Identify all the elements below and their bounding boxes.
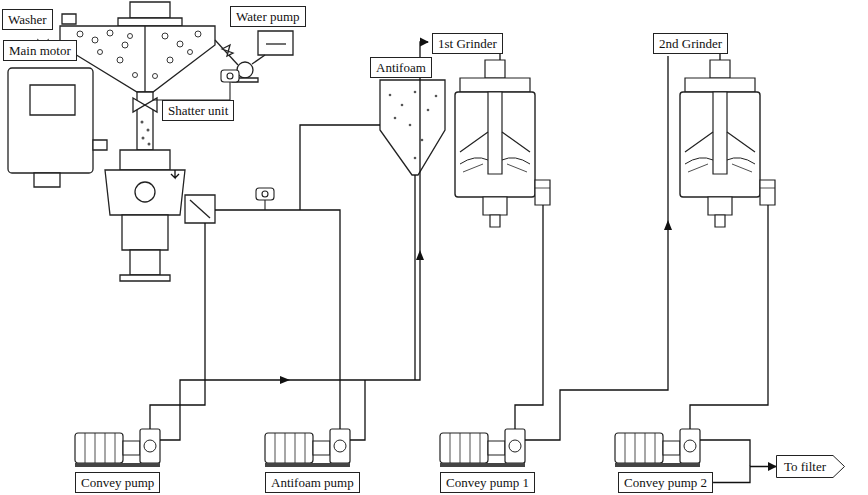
arrow-outline-path: [777, 456, 845, 478]
label-text: 2nd Grinder: [659, 36, 722, 51]
convey-pump-symbol: [75, 429, 160, 467]
equipment-label: Antifoam: [370, 57, 432, 78]
label-text: Antifoam pump: [271, 475, 354, 490]
convey-pump-2-symbol: [615, 429, 700, 467]
antifoam-pump-symbol: [265, 429, 350, 467]
outlet-arrow: To filter: [776, 455, 844, 478]
label-text: Washer: [8, 12, 47, 27]
convey-pump-1-symbol: [440, 429, 525, 467]
equipment-label: 1st Grinder: [432, 33, 503, 54]
antifoam-hopper: [380, 80, 445, 175]
label-text: Water pump: [236, 9, 300, 24]
label-text: Main motor: [9, 43, 71, 58]
equipment-label: Convey pump 1: [440, 472, 535, 493]
label-text: Shatter unit: [168, 103, 228, 118]
equipment-label: Main motor: [3, 40, 77, 61]
label-text: Convey pump 2: [624, 475, 707, 490]
equipment-label: Washer: [2, 9, 53, 30]
equipment-label: Antifoam pump: [265, 472, 360, 493]
grinder-2: [680, 60, 775, 227]
equipment-label: Water pump: [230, 6, 306, 27]
label-text: Convey pump 1: [446, 475, 529, 490]
label-text: Convey pump: [81, 475, 154, 490]
equipment-label: 2nd Grinder: [653, 33, 728, 54]
label-text: Antifoam: [376, 60, 426, 75]
label-text: To filter: [784, 459, 826, 474]
flow-arrows: [280, 220, 672, 384]
water-pump-unit: [215, 31, 293, 82]
main-motor: [8, 68, 107, 187]
equipment-label: Shatter unit: [162, 100, 234, 121]
gauge-symbol: [153, 70, 274, 210]
equipment-label: Convey pump 2: [618, 472, 713, 493]
equipment-label: Convey pump: [75, 472, 160, 493]
pipe-lines: [150, 42, 768, 466]
label-text: 1st Grinder: [438, 36, 497, 51]
flow-connector: [713, 467, 776, 483]
grinder-1: [455, 60, 550, 227]
